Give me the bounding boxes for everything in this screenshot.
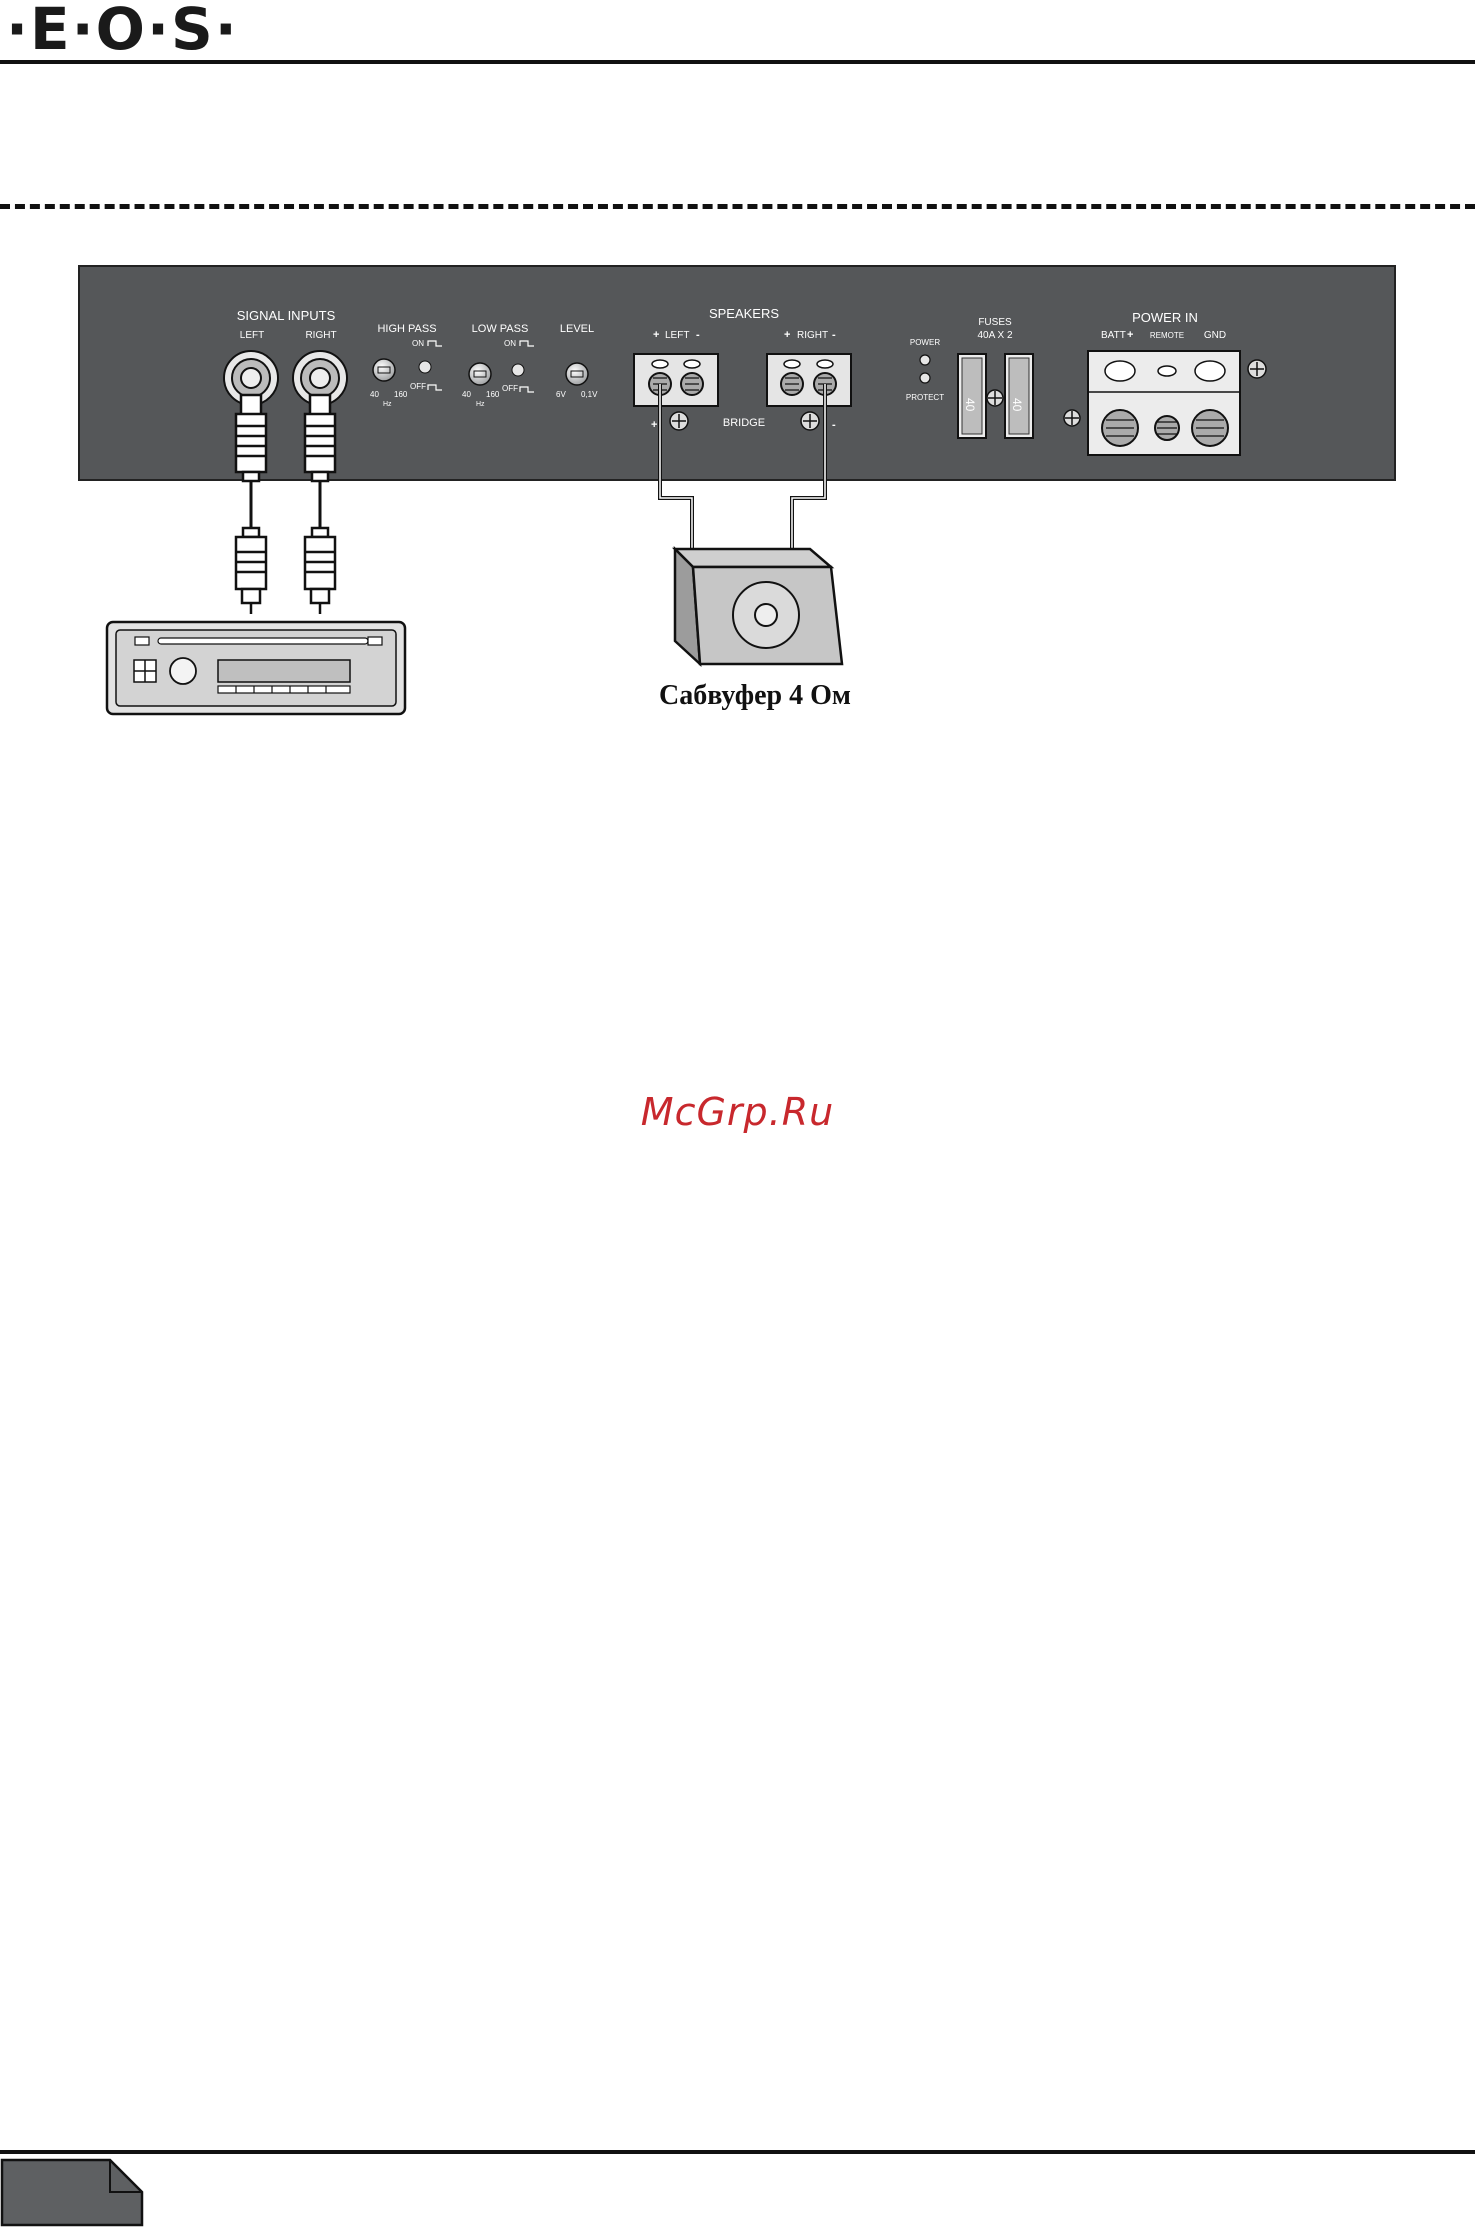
power-led [920, 355, 930, 365]
rca-plug-left-headunit [236, 528, 266, 614]
power-terminal-block [1088, 351, 1240, 455]
low-pass-frequency-knob[interactable] [469, 363, 491, 385]
high-pass-on-label: ON [412, 339, 424, 348]
rca-plug-right-headunit [305, 528, 335, 614]
power-screw-top-right [1248, 360, 1266, 378]
high-pass-unit-label: Hz [383, 401, 392, 408]
page-number-tab [0, 2158, 150, 2227]
protect-led-label: PROTECT [906, 393, 944, 402]
low-pass-min-label: 40 [462, 390, 471, 399]
speaker-right-label: RIGHT [797, 330, 828, 341]
high-pass-max-label: 160 [394, 390, 408, 399]
svg-text:-: - [696, 329, 700, 341]
connection-diagram: SIGNAL INPUTS LEFT RIGHT HIGH PASS ON OF… [0, 0, 1475, 760]
protect-led [920, 373, 930, 383]
svg-text:+: + [784, 329, 790, 341]
power-led-label: POWER [910, 338, 940, 347]
fuse-screw [987, 390, 1003, 406]
svg-text:+: + [651, 419, 657, 431]
fuses-rating: 40A X 2 [977, 330, 1012, 341]
watermark-text: McGrp.Ru [0, 1090, 1475, 1134]
signal-input-left-label: LEFT [240, 330, 264, 341]
speaker-left-label: LEFT [665, 330, 689, 341]
subwoofer-caption: Сабвуфер 4 Ом [610, 680, 900, 712]
car-head-unit [107, 622, 405, 714]
bridge-screw-right [801, 412, 819, 430]
high-pass-frequency-knob[interactable] [373, 359, 395, 381]
remote-label: REMOTE [1150, 331, 1184, 340]
level-title: LEVEL [560, 323, 594, 335]
speakers-title: SPEAKERS [709, 306, 779, 321]
low-pass-on-label: ON [504, 339, 516, 348]
fuse-2-value: 40 [1010, 398, 1024, 412]
batt-label: BATT [1101, 330, 1126, 341]
low-pass-max-label: 160 [486, 390, 500, 399]
low-pass-unit-label: Hz [476, 401, 485, 408]
svg-text:+: + [653, 329, 659, 341]
low-pass-title: LOW PASS [472, 323, 529, 335]
high-pass-title: HIGH PASS [377, 323, 436, 335]
speaker-terminal-right [767, 354, 851, 406]
rca-plug-left-amp [236, 395, 266, 481]
bridge-screw-left [670, 412, 688, 430]
low-pass-switch[interactable] [512, 364, 524, 376]
high-pass-min-label: 40 [370, 390, 379, 399]
level-min-label: 6V [556, 390, 566, 399]
panel-screw-left-of-power [1064, 410, 1080, 426]
signal-inputs-title: SIGNAL INPUTS [237, 308, 336, 323]
level-knob[interactable] [566, 363, 588, 385]
fuse-1: 40 [958, 354, 986, 438]
level-max-label: 0,1V [581, 390, 598, 399]
high-pass-switch[interactable] [419, 361, 431, 373]
subwoofer-enclosure [675, 549, 842, 664]
fuse-1-value: 40 [963, 398, 977, 412]
low-pass-off-label: OFF [502, 384, 518, 393]
footer-rule [0, 2150, 1475, 2154]
svg-text:+: + [1127, 329, 1133, 341]
fuses-title: FUSES [978, 317, 1012, 328]
bridge-label: BRIDGE [723, 417, 765, 429]
speaker-terminal-left [634, 354, 718, 406]
fuse-2: 40 [1005, 354, 1033, 438]
svg-text:-: - [832, 419, 836, 431]
rca-plug-right-amp [305, 395, 335, 481]
power-in-title: POWER IN [1132, 310, 1198, 325]
high-pass-off-label: OFF [410, 382, 426, 391]
signal-input-right-label: RIGHT [305, 330, 336, 341]
gnd-label: GND [1204, 330, 1226, 341]
svg-text:-: - [832, 329, 836, 341]
